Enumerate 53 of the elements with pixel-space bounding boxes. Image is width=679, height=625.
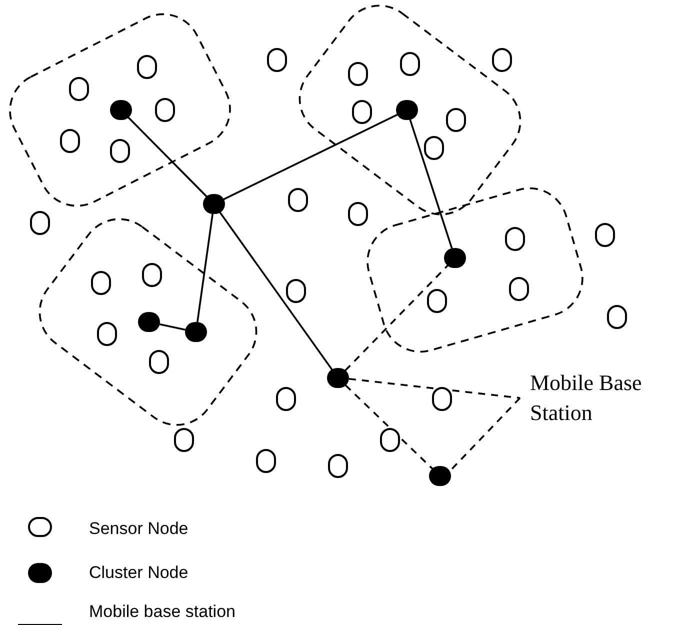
link-line [409, 119, 453, 249]
link-line [128, 116, 208, 198]
sensor-node [60, 129, 80, 153]
sensor-node [91, 271, 111, 295]
sensor-node [256, 449, 276, 473]
link-line [160, 323, 186, 331]
sensor-node [509, 277, 529, 301]
sensor-node [348, 202, 368, 226]
sensor-node [427, 289, 447, 313]
legend-label: Sensor Node [89, 518, 188, 540]
sensor-node [505, 227, 525, 251]
sensor-node [97, 322, 117, 346]
sensor-node [424, 136, 444, 160]
link-line [196, 214, 214, 322]
sensor-node [492, 48, 512, 72]
cluster-node [110, 100, 132, 120]
sensor-node [110, 139, 130, 163]
sensor-node [155, 98, 175, 122]
sensor-node [595, 223, 615, 247]
sensor-node [174, 428, 194, 452]
sensor-node [137, 55, 157, 79]
sensor-node [348, 62, 368, 86]
dashed-link [344, 264, 448, 372]
legend-label: Mobile base station [89, 601, 236, 623]
link-line [223, 114, 398, 200]
sensor-node [328, 454, 348, 478]
cluster-node [185, 322, 207, 342]
sensor-node [267, 48, 287, 72]
sensor-node [286, 279, 306, 303]
sensor-node [142, 263, 162, 287]
dashed-link [348, 378, 520, 399]
legend-label: Cluster Node [89, 562, 188, 584]
cluster-node [327, 368, 349, 388]
sensor-node [400, 52, 420, 76]
cluster-node [444, 248, 466, 268]
sensor-node [30, 211, 50, 235]
sensor-node [352, 100, 372, 124]
station-label: Mobile Base Station [520, 366, 679, 430]
cluster-node [138, 312, 160, 332]
dashed-link [449, 397, 521, 472]
sensor-node [607, 305, 627, 329]
sensor-node [69, 77, 89, 101]
sensor-node [380, 428, 400, 452]
sensor-node [149, 350, 169, 374]
link-line [219, 212, 333, 370]
cluster-node [429, 466, 451, 486]
cluster-node [203, 194, 225, 214]
sensor-node [276, 387, 296, 411]
sensor-node [432, 387, 452, 411]
sensor-node [446, 108, 466, 132]
dashed-link [344, 384, 434, 470]
cluster-node [396, 100, 418, 120]
sensor-node [288, 188, 308, 212]
